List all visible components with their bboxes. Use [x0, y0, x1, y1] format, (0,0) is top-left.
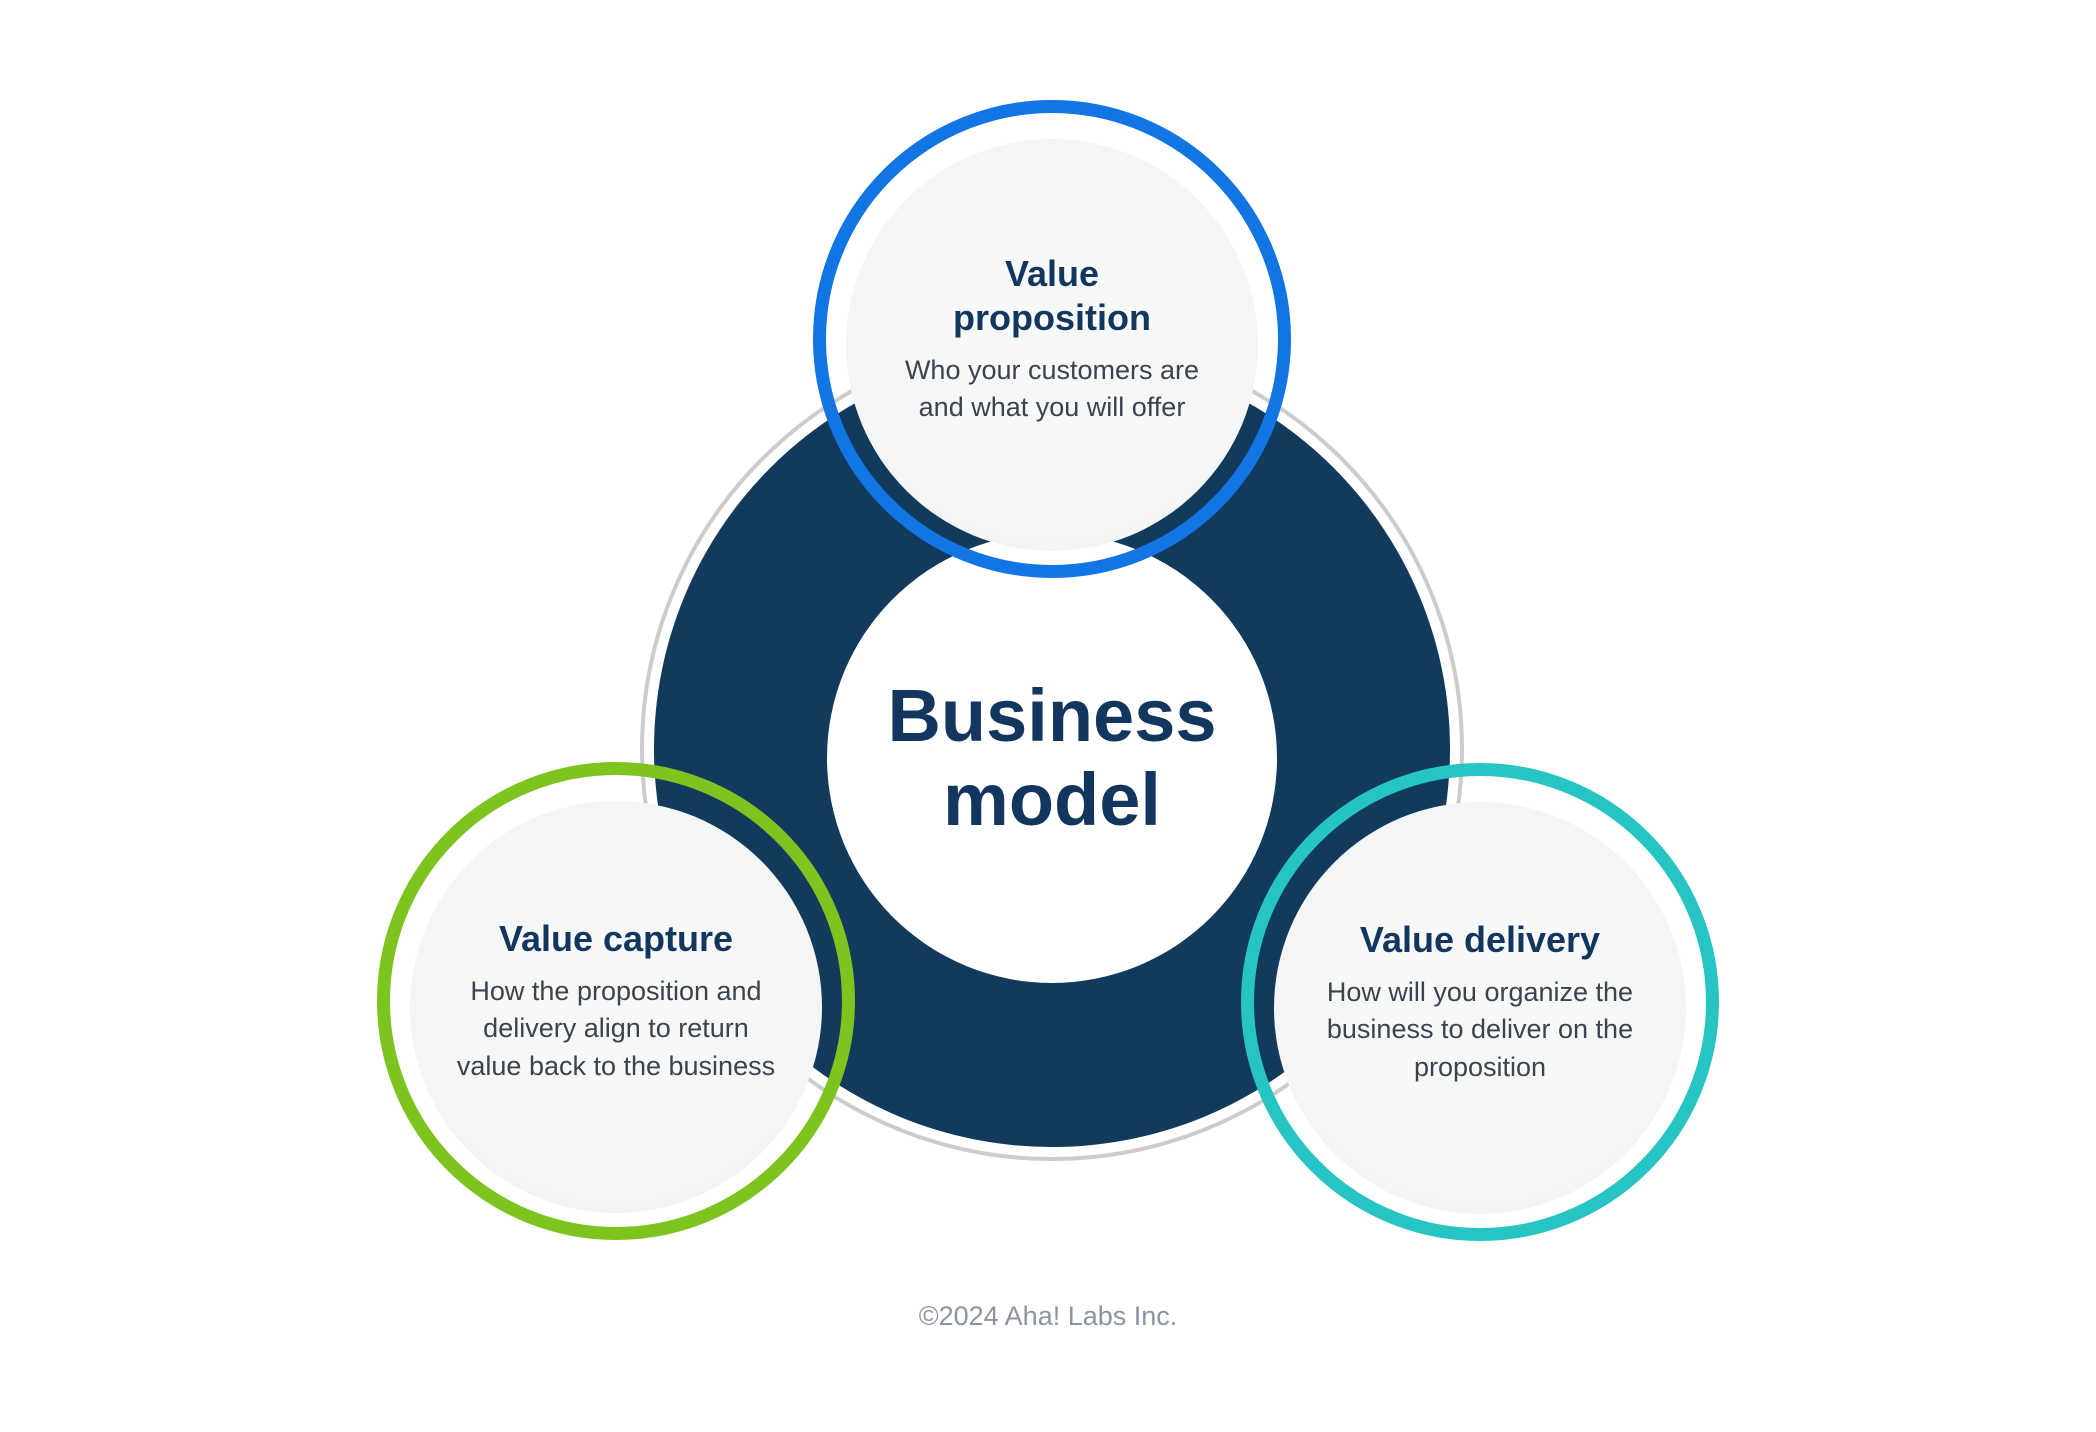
node-value-proposition: Value proposition Who your customers are… [813, 100, 1291, 578]
hub-label-circle: Business model [827, 533, 1277, 983]
node-title: Value delivery [1359, 919, 1601, 961]
node-value-capture: Value capture How the proposition and de… [377, 762, 855, 1240]
footer-copyright: ©2024 Aha! Labs Inc. [918, 1301, 1178, 1331]
node-title: Value capture [498, 918, 734, 960]
node-title: Value proposition [953, 252, 1151, 338]
node-description: How will you organize the business to de… [1326, 977, 1634, 1082]
node-description: How the proposition and delivery align t… [456, 976, 776, 1081]
node-value-delivery-content: Value delivery How will you organize the… [1271, 793, 1689, 1211]
node-value-proposition-content: Value proposition Who your customers are… [843, 130, 1261, 548]
node-value-delivery: Value delivery How will you organize the… [1241, 763, 1719, 1241]
hub-title: Business model [887, 673, 1217, 841]
node-value-capture-content: Value capture How the proposition and de… [407, 792, 825, 1210]
node-description: Who your customers are and what you will… [904, 354, 1200, 422]
